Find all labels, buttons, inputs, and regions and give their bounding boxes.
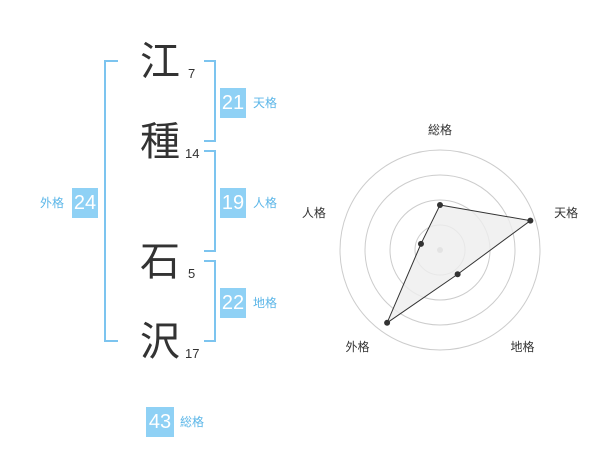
jinkaku-label: 人格 xyxy=(253,196,278,210)
radar-point-5 xyxy=(417,240,424,247)
radar-area xyxy=(385,204,532,325)
gaikaku-bracket xyxy=(104,60,118,342)
name-char-2: 種 xyxy=(140,119,180,165)
name-char-3: 石 xyxy=(140,239,180,285)
chikaku-badge: 22 xyxy=(220,288,246,318)
gaikaku-label: 外格 xyxy=(40,196,65,210)
radar-point-1 xyxy=(437,202,443,208)
stroke-count-2: 14 xyxy=(185,146,200,161)
tenkaku-label: 天格 xyxy=(253,96,278,110)
radar-point-3 xyxy=(454,271,461,278)
radar-grid-ring xyxy=(364,174,516,326)
chikaku-bracket xyxy=(204,260,216,342)
soukaku-badge: 43 xyxy=(146,407,174,437)
name-char-4: 沢 xyxy=(140,319,180,365)
radar-axis-label-1: 総格 xyxy=(428,122,452,137)
radar-grid-ring xyxy=(339,149,541,351)
soukaku-label: 総格 xyxy=(180,415,205,429)
name-char-1: 江 xyxy=(140,39,180,85)
radar-axis-label-4: 外格 xyxy=(345,339,369,354)
chikaku-label: 地格 xyxy=(253,296,278,310)
jinkaku-badge: 19 xyxy=(220,188,246,218)
jinkaku-bracket xyxy=(204,150,216,252)
radar-axis-label-3: 地格 xyxy=(511,339,535,354)
tenkaku-bracket xyxy=(204,60,216,142)
radar-axis-label-2: 天格 xyxy=(554,205,578,220)
stroke-count-4: 17 xyxy=(185,346,200,361)
radar-axis-label-5: 人格 xyxy=(302,205,326,220)
gaikaku-badge: 24 xyxy=(72,188,98,218)
stroke-count-1: 7 xyxy=(188,66,196,81)
radar-point-2 xyxy=(527,217,534,224)
tenkaku-badge: 21 xyxy=(220,88,246,118)
radar-point-4 xyxy=(384,319,391,326)
stroke-count-3: 5 xyxy=(188,266,196,281)
